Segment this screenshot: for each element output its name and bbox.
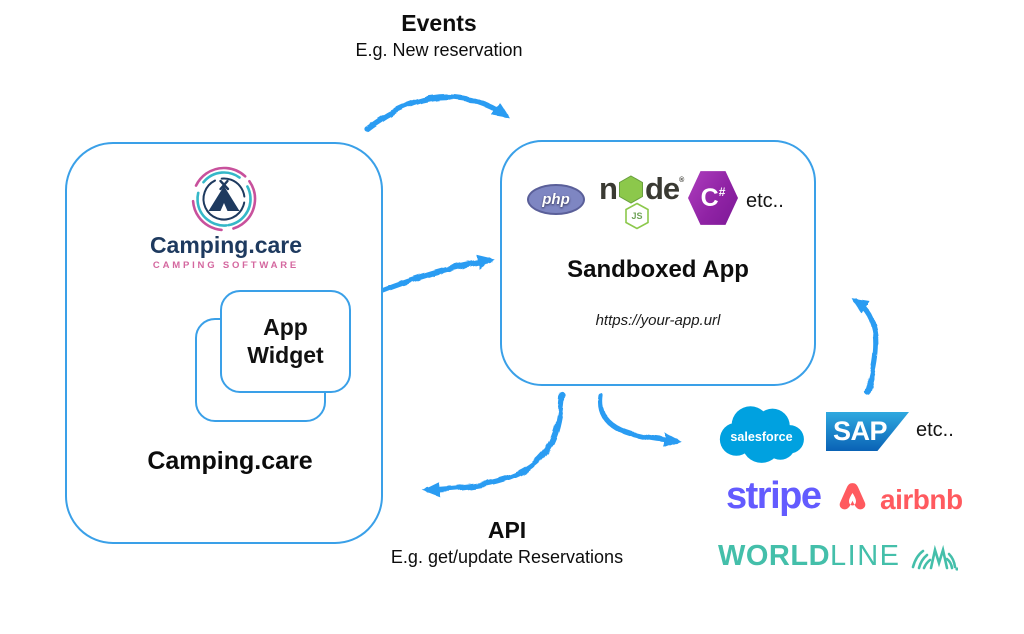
node-word-prefix: n: [599, 171, 618, 206]
arrow-api: [422, 391, 565, 497]
camping-care-logo-icon: [191, 166, 257, 232]
arrow-events: [364, 94, 510, 132]
sandboxed-app-title: Sandboxed App: [567, 256, 749, 283]
api-subtitle: E.g. get/update Reservations: [390, 547, 624, 567]
nodejs-logo-icon: n de ® JS: [599, 171, 693, 230]
worldline-wave-icon: [911, 544, 958, 571]
app-widget-label: App Widget: [247, 313, 324, 368]
sap-logo-icon: SAP: [826, 412, 909, 451]
salesforce-logo-icon: salesforce: [719, 406, 804, 463]
sandbox-etc-label: etc..: [746, 190, 784, 212]
php-label: php: [542, 191, 570, 208]
app-widget-card: App Widget: [220, 290, 351, 393]
arrow-to-integrations: [597, 393, 682, 448]
node-js-label: JS: [631, 211, 643, 221]
events-title: Events: [401, 10, 477, 36]
nodejs-js-badge: JS: [624, 202, 650, 230]
node-word-suffix: de: [644, 171, 680, 206]
worldline-label-bold: WORLD: [718, 540, 831, 572]
camping-care-wordmark: Camping.care: [149, 232, 303, 258]
csharp-hash: #: [718, 185, 726, 199]
api-title: API: [487, 517, 527, 543]
sandboxed-app-url: https://your-app.url: [595, 312, 721, 329]
php-logo-icon: php: [527, 184, 585, 215]
integrations-etc-label: etc..: [916, 419, 954, 441]
node-hexagon-icon: [618, 174, 643, 204]
node-registered-mark: ®: [679, 177, 684, 184]
arrow-integrations-to-sandbox: [851, 298, 879, 395]
airbnb-label: airbnb: [880, 483, 963, 515]
airbnb-belo-icon: [839, 483, 866, 510]
camping-care-tagline: CAMPING SOFTWARE: [152, 260, 300, 271]
csharp-letter: C: [700, 183, 719, 212]
camping-care-name-label: Camping.care: [147, 447, 313, 475]
airbnb-logo: airbnb: [832, 479, 963, 520]
node-js-hexagon-icon: [625, 202, 649, 230]
worldline-label-light: LINE: [830, 540, 901, 572]
sandboxed-app-box: [500, 140, 816, 386]
stripe-logo: stripe: [726, 475, 822, 517]
events-subtitle: E.g. New reservation: [355, 40, 523, 60]
sap-label: SAP: [833, 416, 888, 446]
salesforce-label: salesforce: [730, 430, 792, 444]
